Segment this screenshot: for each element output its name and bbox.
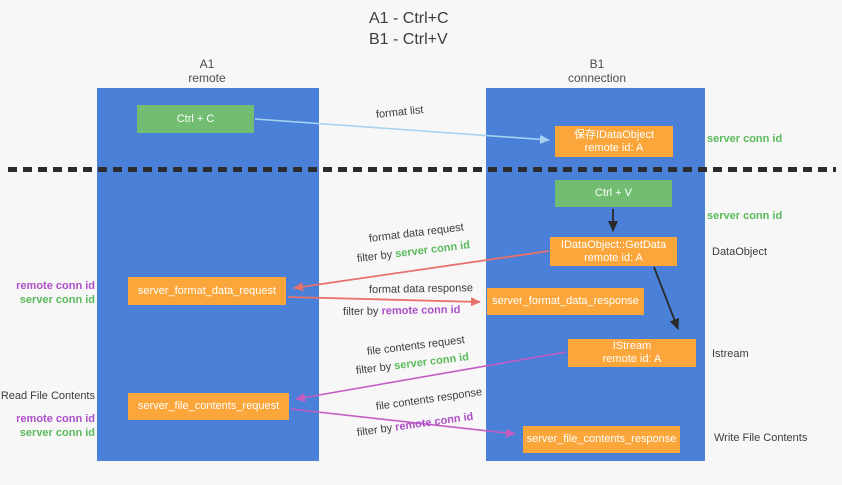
title-line-2: B1 - Ctrl+V <box>369 31 448 48</box>
node-istream-line2: remote id: A <box>602 353 662 365</box>
node-ctrl-v-label: Ctrl + V <box>595 187 632 199</box>
lifeline-a1-name: A1 <box>199 57 215 71</box>
annotation-block-file-request: Read File Contents remote conn id server… <box>0 389 95 440</box>
node-getdata-line1: IDataObject::GetData <box>560 238 667 251</box>
title-line-1: A1 - Ctrl+C <box>369 10 449 27</box>
node-format-request-label: server_format_data_request <box>137 284 277 297</box>
filter-remote-conn-id: remote conn id <box>381 303 461 318</box>
annotation-server-conn-id-mid: server conn id <box>707 210 783 222</box>
node-ctrl-v: Ctrl + V <box>555 180 672 207</box>
annotation-dataobject: DataObject <box>712 246 768 258</box>
filter-server-conn-id: server conn id <box>393 351 470 373</box>
lifeline-b1-name: B1 <box>589 57 605 71</box>
annotation-read-file-contents: Read File Contents <box>0 390 95 402</box>
annotation-server-conn-id-2: server conn id <box>19 427 95 439</box>
filter-remote-conn-id: remote conn id <box>394 410 475 434</box>
node-file-request-label: server_file_contents_request <box>137 400 280 412</box>
node-ctrl-c-label: Ctrl + C <box>176 112 215 125</box>
node-ctrl-c: Ctrl + C <box>137 105 254 133</box>
annotation-remote-conn-id-2: remote conn id <box>16 413 95 425</box>
annotation-write-file-contents: Write File Contents <box>714 432 808 444</box>
filter-server-conn-id: server conn id <box>394 239 471 261</box>
lifeline-b1-role: connection <box>567 71 627 85</box>
node-idataobject-getdata: IDataObject::GetData remote id: A <box>550 237 677 266</box>
lifeline-header-b1: B1 connection <box>537 57 657 85</box>
node-save-idataobject-line1: 保存IDataObject <box>573 128 655 141</box>
annotation-block-format-request: remote conn id server conn id <box>0 279 95 307</box>
filter-by-text: filter by <box>356 248 393 265</box>
annotation-server-conn-id-top: server conn id <box>707 133 783 145</box>
annotation-server-conn-id: server conn id <box>19 294 95 306</box>
machine-boundary-dashed-line <box>8 167 836 172</box>
node-save-idataobject-line2: remote id: A <box>584 141 644 154</box>
node-save-idataobject: 保存IDataObject remote id: A <box>555 126 673 157</box>
flow-label-format-data-response: format data response <box>368 282 474 296</box>
diagram-title: A1 - Ctrl+C B1 - Ctrl+V <box>369 8 449 50</box>
lifeline-header-a1: A1 remote <box>147 57 267 85</box>
node-server-format-data-response: server_format_data_response <box>487 288 644 315</box>
node-istream: IStream remote id: A <box>568 339 696 367</box>
flow-label-filter-remote-2: filter by remote conn id <box>356 411 474 439</box>
node-server-file-contents-response: server_file_contents_response <box>523 426 680 453</box>
node-server-format-data-request: server_format_data_request <box>128 277 286 305</box>
flow-label-format-list: format list <box>375 104 425 121</box>
filter-by-text: filter by <box>342 305 379 318</box>
flow-label-file-contents-response: file contents response <box>375 386 483 413</box>
node-format-response-label: server_format_data_response <box>492 295 639 307</box>
node-server-file-contents-request: server_file_contents_request <box>128 393 289 420</box>
lifeline-a1-role: remote <box>188 71 226 85</box>
node-getdata-line2: remote id: A <box>584 251 643 264</box>
annotation-remote-conn-id: remote conn id <box>16 280 95 292</box>
filter-by-text: filter by <box>355 360 392 377</box>
flow-label-filter-remote-1: filter by remote conn id <box>343 304 461 318</box>
annotation-istream: Istream <box>712 348 749 360</box>
filter-by-text: filter by <box>356 422 393 439</box>
node-istream-line1: IStream <box>612 340 652 352</box>
node-file-response-label: server_file_contents_response <box>526 433 677 445</box>
